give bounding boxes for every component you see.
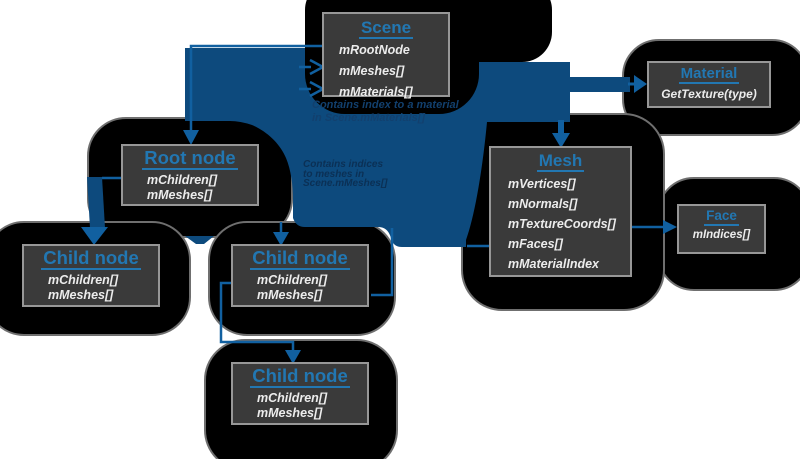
scene-box: Scene mRootNode mMeshes[] mMaterials[]	[322, 12, 450, 100]
mesh-box: Mesh mVertices[] mNormals[] mTextureCoor…	[489, 146, 632, 277]
mesh-field-mfaces: mFaces[]	[508, 237, 563, 252]
child-node-middle-box: Child node mChildren[] mMeshes[]	[231, 244, 369, 307]
line-child-mmeshes-to-band	[371, 228, 394, 297]
scene-field-mmaterials: mMaterials[]	[339, 85, 413, 100]
arrowhead-child-left	[81, 227, 108, 245]
child-bottom-field-mmeshes: mMeshes[]	[257, 405, 323, 420]
material-annotation-line1: Contains index to a material	[312, 99, 459, 111]
child-node-bottom-box: Child node mChildren[] mMeshes[]	[231, 362, 369, 425]
root-field-mmeshes: mMeshes[]	[147, 187, 213, 202]
face-title: Face	[704, 208, 739, 226]
mesh-annotation-line2: to meshes in	[303, 168, 365, 180]
mesh-annotation: Contains indices to meshes in Scene.mMes…	[303, 160, 387, 189]
arrowhead-material	[634, 75, 647, 93]
material-annotation-line2: in Scene.mMaterials[]	[312, 111, 426, 124]
face-field-mindices: mIndices[]	[692, 228, 751, 241]
arrowhead-child-middle	[273, 232, 289, 246]
material-box: Material GetTexture(type)	[647, 61, 771, 108]
mesh-field-mnormals: mNormals[]	[508, 197, 578, 212]
child-left-field-mmeshes: mMeshes[]	[48, 287, 114, 302]
mesh-field-mtexturecoords: mTextureCoords[]	[508, 217, 616, 232]
funnel-shape	[185, 236, 214, 244]
face-box: Face mIndices[]	[677, 204, 766, 254]
material-field-gettexture: GetTexture(type)	[661, 87, 757, 102]
material-annotation: Contains index to a material in Scene.mM…	[312, 99, 459, 124]
root-field-mchildren: mChildren[]	[147, 172, 218, 187]
mesh-field-mmaterialindex: mMaterialIndex	[508, 257, 600, 272]
child-node-left-box: Child node mChildren[] mMeshes[]	[22, 244, 160, 307]
thick-bar-root-to-child	[87, 177, 105, 228]
child-middle-field-mchildren: mChildren[]	[257, 272, 328, 287]
child-left-field-mchildren: mChildren[]	[48, 272, 119, 287]
child-left-title: Child node	[41, 247, 141, 270]
root-node-box: Root node mChildren[] mMeshes[]	[121, 144, 259, 206]
swoosh-band	[185, 48, 630, 247]
child-bottom-field-mchildren: mChildren[]	[257, 390, 328, 405]
mesh-annotation-line1: Contains indices	[303, 159, 384, 170]
material-title: Material	[678, 65, 740, 85]
scene-field-mmeshes: mMeshes[]	[339, 64, 405, 79]
line-child-mchildren-to-bottom	[219, 281, 295, 351]
arrowhead-mesh	[552, 133, 570, 148]
child-middle-field-mmeshes: mMeshes[]	[257, 287, 323, 302]
mesh-title: Mesh	[536, 151, 585, 173]
scene-title: Scene	[358, 18, 414, 40]
scene-field-mrootnode: mRootNode	[339, 43, 410, 58]
child-bottom-title: Child node	[250, 365, 350, 388]
arrowhead-root	[183, 130, 199, 145]
mesh-annotation-line3: Scene.mMeshes[]	[303, 178, 388, 189]
arrowhead-face	[663, 220, 677, 234]
root-node-title: Root node	[142, 147, 238, 170]
arrowhead-child-bottom	[285, 350, 301, 364]
child-middle-title: Child node	[250, 247, 350, 270]
arrow-scene-to-root-line	[189, 44, 340, 131]
mesh-field-mvertices: mVertices[]	[508, 177, 576, 192]
